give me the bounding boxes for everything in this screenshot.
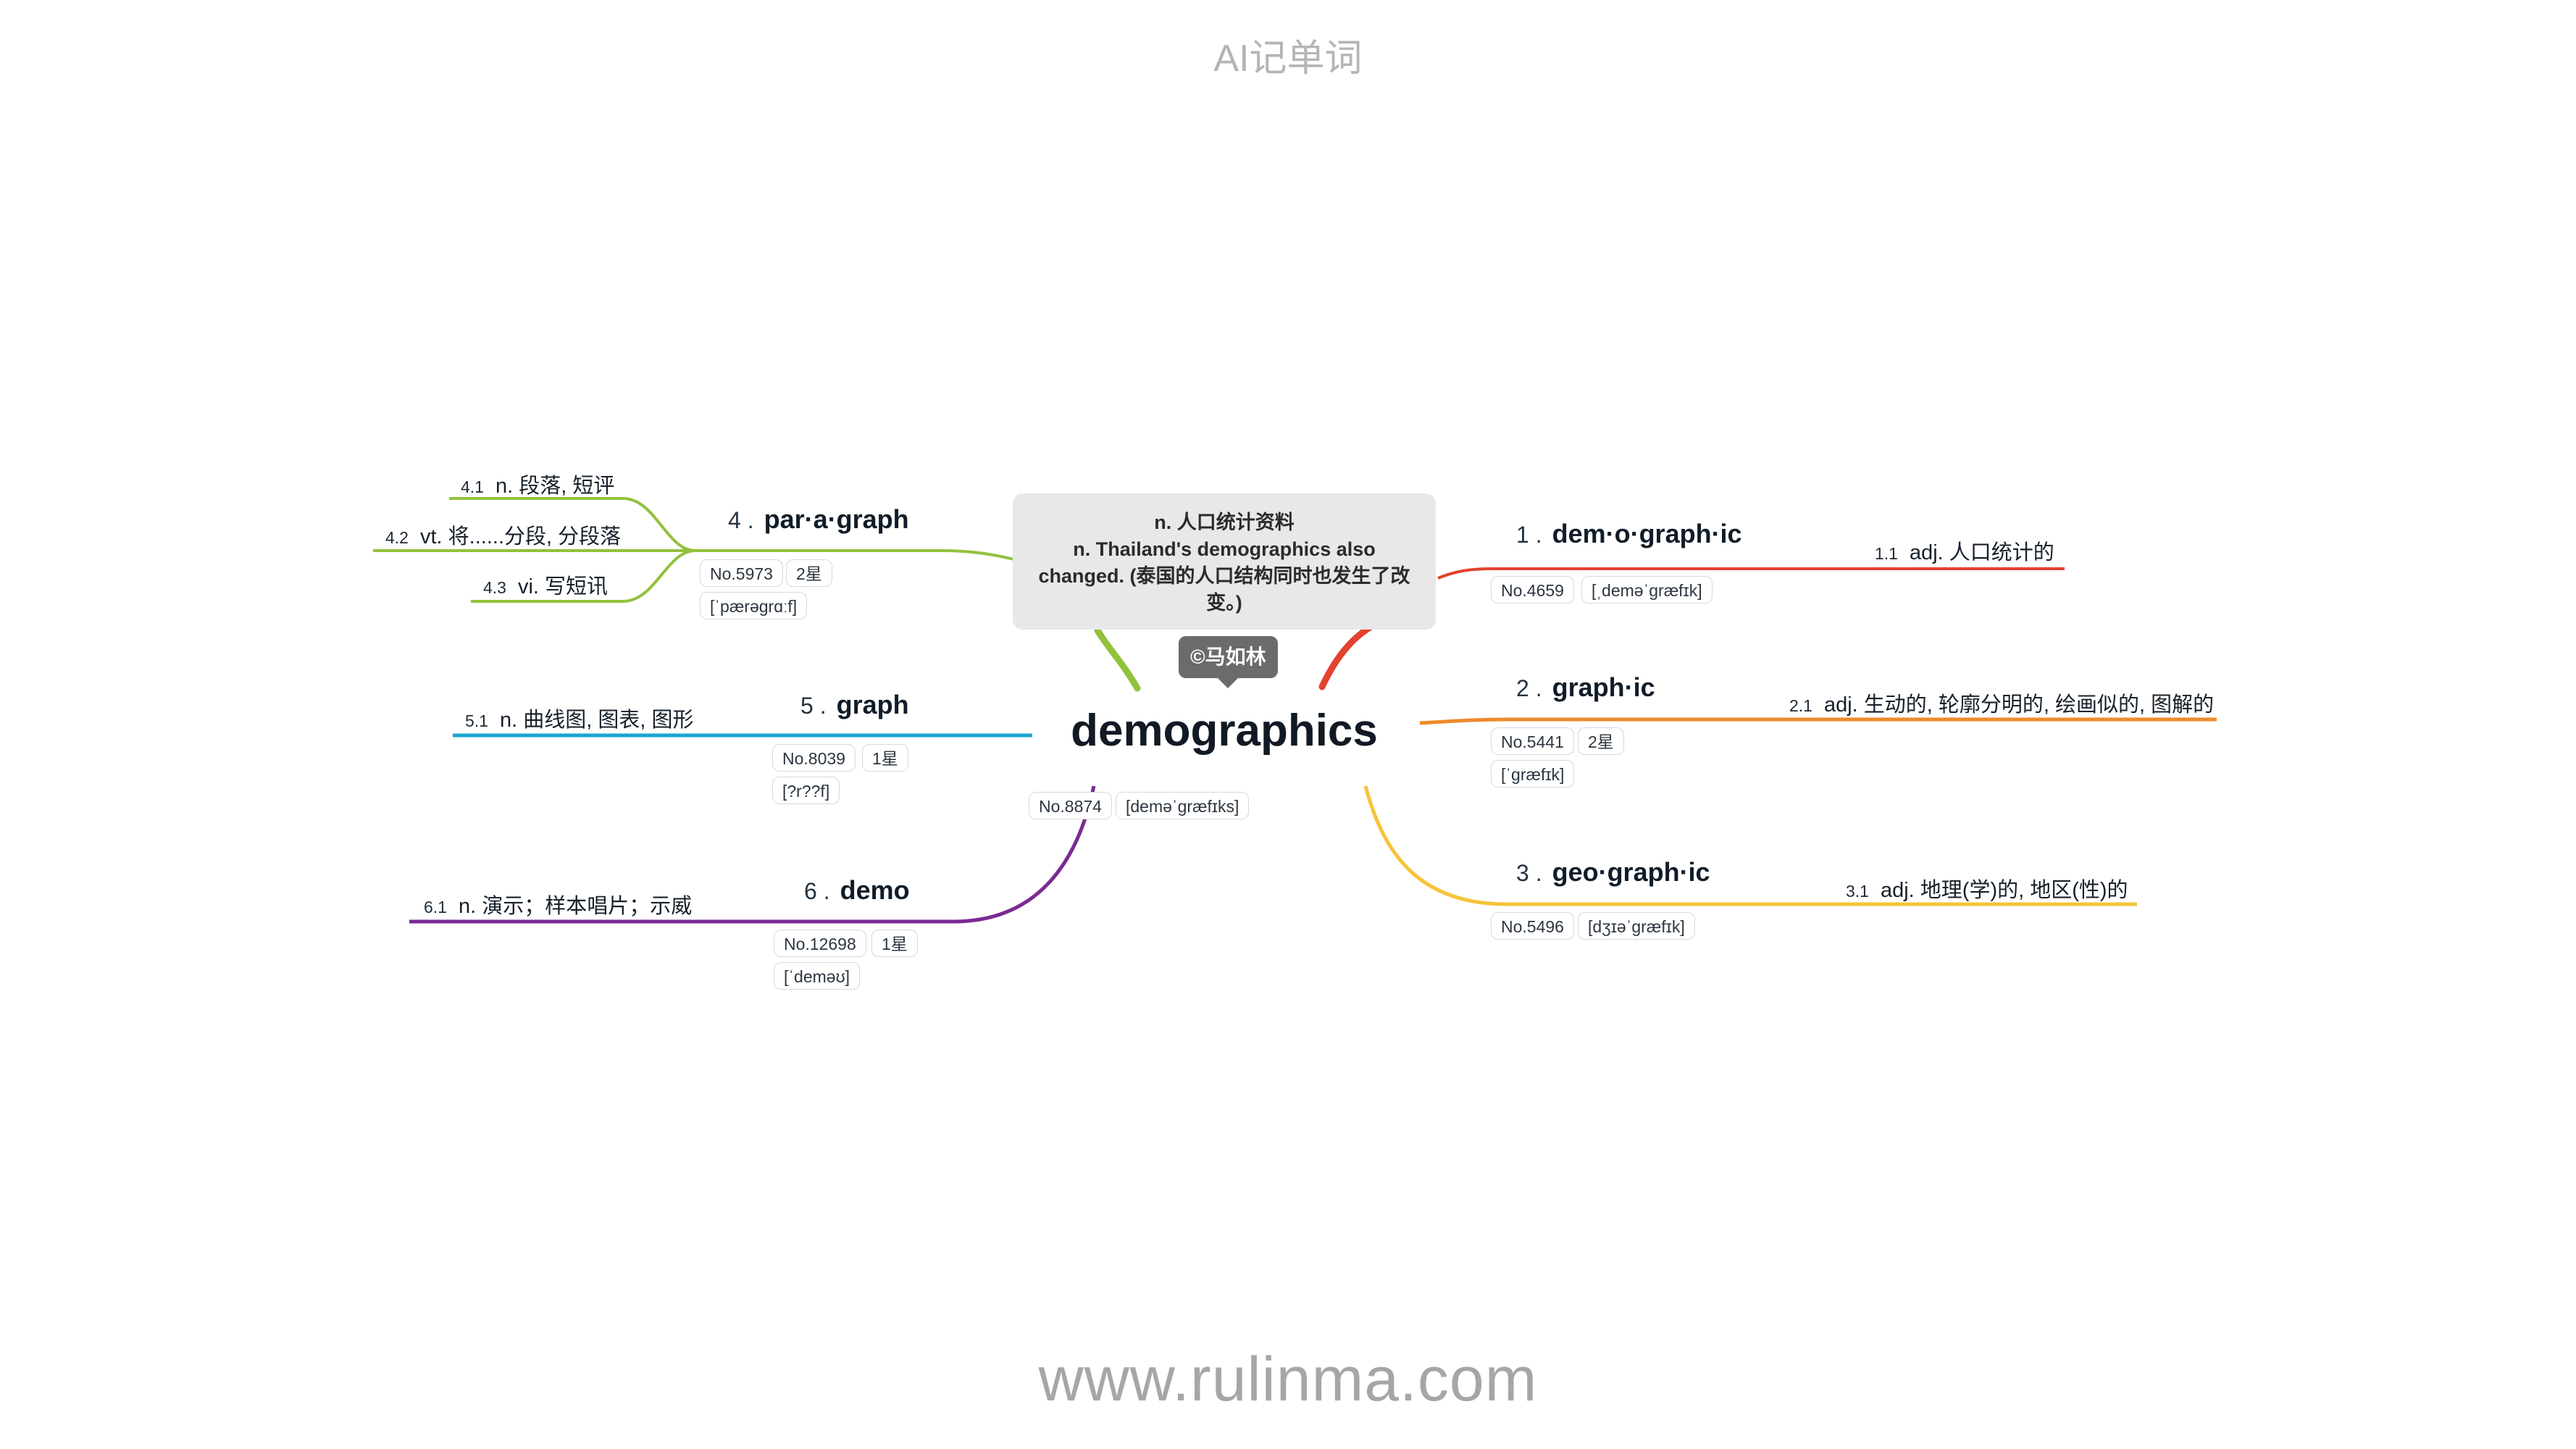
branch-5-phonetic-chip: [?r??f] [772,777,840,804]
author-label: ©马如林 [1190,646,1266,668]
branch-5-star-chip: 1星 [862,744,908,772]
def-2-1-index: 2.1 [1789,696,1812,715]
branch-6-number: 6 . [804,878,830,904]
branch-1-number: 1 . [1516,522,1542,548]
tooltip-line-3: changed. (泰国的人口结构同时也发生了改 [1038,565,1410,587]
branch-6-phonetic-chip: [ˈdeməʊ] [774,962,861,990]
connector-branch-1 [1318,618,1384,690]
def-4-1-index: 4.1 [461,477,484,496]
author-badge: ©马如林 [1179,636,1278,688]
branch-4-number: 4 . [728,507,754,533]
branch-6-word: demo [840,875,910,905]
def-6-1[interactable]: 6.1 n. 演示；样本唱片；示威 [424,889,692,919]
def-3-1[interactable]: 3.1 adj. 地理(学)的, 地区(性)的 [1846,873,2128,903]
def-6-1-index: 6.1 [424,898,447,916]
def-5-1-text: n. 曲线图, 图表, 图形 [499,709,694,732]
branch-4-head[interactable]: 4 . par·a·graph [728,504,909,535]
branch-4-star-chip: 2星 [786,559,832,587]
def-4-2-index: 4.2 [385,528,409,547]
definition-tooltip: n. 人口统计资料 n. Thailand's demographics als… [1013,493,1436,630]
connector-4-3 [471,549,696,603]
branch-2-number: 2 . [1516,675,1542,701]
def-1-1-index: 1.1 [1875,544,1898,563]
branch-6-star-chip: 1星 [871,930,918,957]
branch-3-word: geo·graph·ic [1552,857,1710,887]
def-3-1-text: adj. 地理(学)的, 地区(性)的 [1880,879,2128,902]
connector-branch-2 [1419,717,2217,725]
def-5-1-index: 5.1 [465,711,488,730]
app-title: AI记单词 [1213,38,1363,80]
branch-2-phonetic-chip: [ˈɡræfɪk] [1491,760,1575,788]
connector-branch-3 [1363,785,2137,906]
def-1-1[interactable]: 1.1 adj. 人口统计的 [1875,535,2054,566]
connector-branch-4 [1094,627,1141,692]
def-4-3[interactable]: 4.3 vi. 写短讯 [483,569,608,600]
connector-4-1 [449,497,696,552]
footer-url: www.rulinma.com [1038,1345,1538,1414]
branch-2-head[interactable]: 2 . graph·ic [1516,672,1655,703]
branch-3-number: 3 . [1516,860,1542,886]
def-5-1[interactable]: 5.1 n. 曲线图, 图表, 图形 [465,703,693,733]
branch-2-star-chip: 2星 [1578,727,1624,755]
branch-1-head[interactable]: 1 . dem·o·graph·ic [1516,519,1742,549]
branch-1-no-chip: No.4659 [1491,576,1574,604]
def-4-1-text: n. 段落, 短评 [495,475,615,498]
def-4-3-index: 4.3 [483,578,506,597]
branch-6-head[interactable]: 6 . demo [804,875,910,906]
branch-5-word: graph [836,690,909,719]
def-4-3-text: vi. 写短讯 [517,575,609,598]
connector-branch-1-ext [1437,567,2065,580]
def-3-1-index: 3.1 [1846,882,1869,901]
branch-4-no-chip: No.5973 [700,559,783,587]
center-word[interactable]: demographics [1071,706,1378,756]
tooltip-line-2: n. Thailand's demographics also [1073,538,1376,560]
branch-5-number: 5 . [800,693,827,719]
author-badge-pointer [1218,678,1239,688]
branch-6-no-chip: No.12698 [774,930,866,957]
tooltip-line-4: 变。) [1206,592,1242,614]
def-2-1[interactable]: 2.1 adj. 生动的, 轮廓分明的, 绘画似的, 图解的 [1789,688,2214,718]
def-4-1[interactable]: 4.1 n. 段落, 短评 [461,469,614,499]
branch-2-word: graph·ic [1552,672,1655,702]
branch-1-word: dem·o·graph·ic [1552,519,1742,548]
branch-4-word: par·a·graph [764,504,909,534]
branch-1-phonetic-chip: [ˌdeməˈɡræfɪk] [1581,576,1713,604]
branch-3-phonetic-chip: [dʒɪəˈɡræfɪk] [1578,912,1695,940]
branch-2-no-chip: No.5441 [1491,727,1574,755]
branch-4-phonetic-chip: [ˈpærəɡrɑːf] [700,592,808,619]
branch-5-no-chip: No.8039 [772,744,856,772]
branch-5-head[interactable]: 5 . graph [800,690,909,720]
def-6-1-text: n. 演示；样本唱片；示威 [458,895,693,918]
branch-3-no-chip: No.5496 [1491,912,1574,940]
tooltip-line-1: n. 人口统计资料 [1154,511,1295,533]
def-4-2[interactable]: 4.2 vt. 将......分段, 分段落 [385,519,621,550]
center-no-chip: No.8874 [1029,792,1112,819]
def-4-2-text: vt. 将......分段, 分段落 [419,525,622,548]
connector-branch-4-ext [695,549,1015,561]
branch-3-head[interactable]: 3 . geo·graph·ic [1516,857,1710,888]
def-2-1-text: adj. 生动的, 轮廓分明的, 绘画似的, 图解的 [1823,693,2215,717]
center-phonetic-chip: [deməˈɡræfɪks] [1116,792,1250,819]
def-1-1-text: adj. 人口统计的 [1909,541,2054,564]
